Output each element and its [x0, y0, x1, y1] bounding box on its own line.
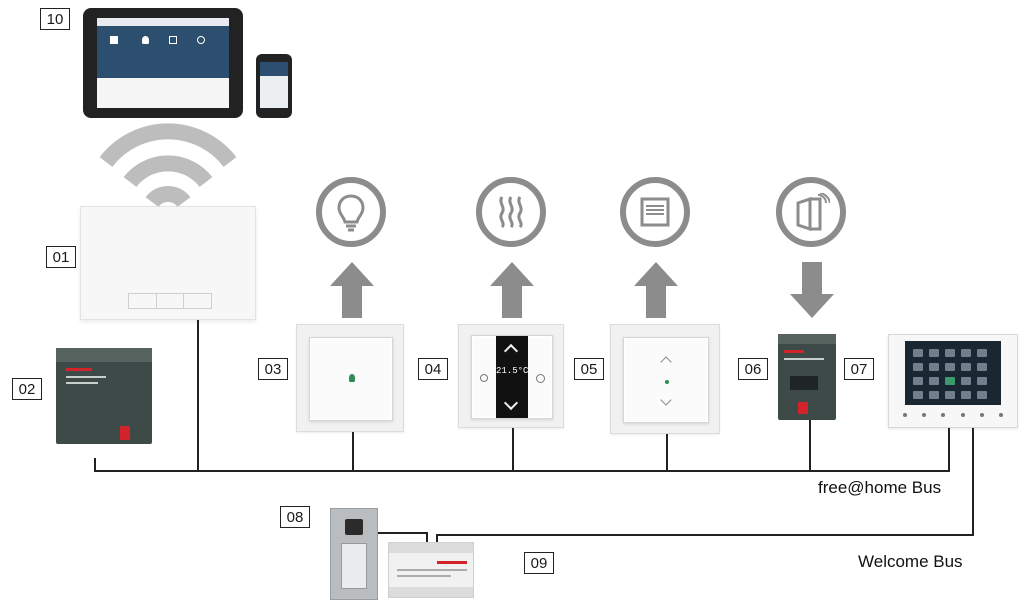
camera-icon: [345, 519, 363, 535]
button-dot: [941, 413, 946, 417]
temperature-readout: 21.5°C: [496, 366, 529, 376]
speaker-grille: [341, 543, 367, 589]
heating-circle: [476, 177, 546, 247]
phone-screen: [260, 62, 288, 108]
light-circle: [316, 177, 386, 247]
label-thermostat: 04: [418, 358, 448, 380]
phone: [256, 54, 292, 118]
outdoor-station-link: [378, 532, 428, 534]
label-blind-switch: 05: [574, 358, 604, 380]
bus-drop: [512, 428, 514, 472]
chevron-down-icon: [503, 395, 519, 411]
label-outdoor-station: 08: [280, 506, 310, 528]
terminal-block: [790, 376, 818, 390]
bus-drop: [197, 320, 199, 472]
heating-waves-icon: [499, 196, 523, 229]
label-actuator: 06: [738, 358, 768, 380]
bus-drop: [94, 458, 96, 472]
label-indoor-station: 07: [844, 358, 874, 380]
light-indicator-icon: [349, 374, 355, 382]
chevron-up-icon: [660, 356, 672, 368]
arrow-down-icon: [790, 262, 834, 318]
welcome-bus-label: Welcome Bus: [858, 552, 963, 571]
outdoor-station: [330, 508, 378, 600]
door-signal-icon: [796, 193, 830, 232]
connector: [120, 426, 130, 440]
outdoor-station-link: [426, 532, 428, 544]
label-system-access-point: 02: [12, 378, 42, 400]
access-point-buttons: [128, 293, 212, 309]
button-dot: [903, 413, 907, 417]
welcome-gateway: [388, 542, 474, 598]
eco-icon: [480, 374, 488, 382]
door-circle: [776, 177, 846, 247]
tablet-screen: [97, 18, 229, 108]
bulb-icon: [142, 36, 149, 44]
label-access-point: 01: [46, 246, 76, 268]
grid-icon: [169, 36, 177, 44]
button-dot: [922, 413, 927, 417]
button-dot: [960, 413, 965, 417]
welcome-bus-drop: [436, 534, 438, 546]
chevron-up-icon: [503, 343, 519, 359]
welcome-bus-line: [436, 534, 974, 536]
bus-drop: [809, 420, 811, 472]
arrow-up-icon: [634, 262, 678, 318]
chevron-down-icon: [660, 394, 672, 406]
home-icon: [110, 36, 118, 44]
blind-circle: [620, 177, 690, 247]
indoor-station-screen: [905, 341, 1001, 405]
thermostat: 21.5°C: [471, 335, 553, 419]
button-slot: [184, 294, 211, 308]
connector: [798, 402, 808, 414]
timer-icon: [197, 36, 205, 44]
thermostat-display: 21.5°C: [496, 336, 528, 418]
light-switch-frame: [296, 324, 404, 432]
system-access-point: [56, 348, 152, 444]
blind-switch-frame: [610, 324, 720, 434]
window-blind-icon: [640, 197, 670, 227]
label-gateway: 09: [524, 552, 554, 574]
button-slot: [129, 294, 157, 308]
button-dot: [998, 413, 1003, 417]
wifi-icon: [99, 123, 237, 216]
status-led: [665, 380, 669, 384]
label-tablet: 10: [40, 8, 70, 30]
power-icon: [536, 374, 545, 383]
bus-drop: [352, 432, 354, 472]
thermostat-frame: 21.5°C: [458, 324, 564, 428]
label-light-switch: 03: [258, 358, 288, 380]
light-bulb-icon: [337, 194, 365, 232]
arrow-up-icon: [330, 262, 374, 318]
freeathome-bus-line: [94, 470, 950, 472]
switch-actuator: [778, 334, 836, 420]
button-slot: [157, 294, 185, 308]
freeathome-bus-label: free@home Bus: [818, 478, 942, 497]
access-point: [80, 206, 256, 320]
bus-drop: [666, 434, 668, 472]
bus-drop: [948, 428, 950, 472]
tablet: [83, 8, 243, 118]
arrow-up-icon: [490, 262, 534, 318]
blind-switch: [623, 337, 709, 423]
indoor-station: [888, 334, 1018, 428]
indoor-station-buttons: [903, 413, 1003, 419]
welcome-bus-drop: [972, 428, 974, 536]
button-dot: [979, 413, 984, 417]
light-switch: [309, 337, 393, 421]
